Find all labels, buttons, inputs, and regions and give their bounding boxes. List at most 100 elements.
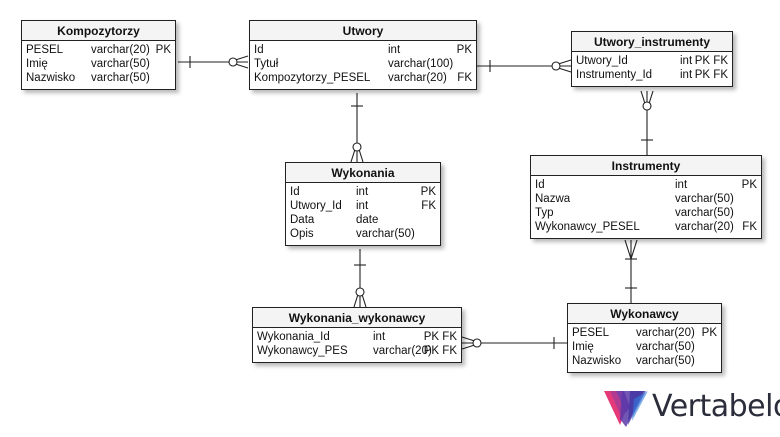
vertabelo-logo: Vertabelo [604, 385, 780, 429]
column-name: Wykonawcy_PESEL [535, 221, 640, 233]
column-key: PK [701, 327, 717, 339]
column-name: Nazwisko [572, 355, 622, 367]
column-key: PK [741, 179, 757, 191]
rel-kompozytorzy-utwory [178, 55, 249, 69]
column-name: Wykonania_Id [257, 331, 330, 343]
column-key: FK [742, 221, 757, 233]
column-type: varchar(20) [91, 44, 150, 56]
column-name: Tytuł [254, 58, 279, 70]
column-name: Wykonawcy_PES [257, 345, 348, 357]
column-type: int [680, 55, 693, 67]
entity-title: Kompozytorzy [22, 21, 175, 41]
column-type: int [356, 186, 369, 198]
entity-title: Wykonawcy [568, 304, 721, 324]
column-type: varchar(20) [388, 72, 447, 84]
column-name: Nazwisko [26, 72, 76, 84]
column-type: int [675, 179, 688, 191]
column-name: PESEL [26, 44, 64, 56]
column-type: int [388, 44, 401, 56]
column-name: Utwory_Id [290, 200, 342, 212]
column-name: Instrumenty_Id [576, 69, 653, 81]
column-name: Imię [26, 58, 48, 70]
column-row[interactable]: Tytuł varchar(100) [254, 57, 472, 71]
entity-title: Wykonania_wykonawcy [253, 308, 461, 328]
column-row[interactable]: Opis varchar(50) [290, 227, 436, 241]
column-name: PESEL [572, 327, 610, 339]
column-key: PK FK [694, 55, 728, 67]
column-key: FK [457, 72, 472, 84]
entity-title: Utwory [250, 21, 476, 41]
column-name: Opis [290, 228, 314, 240]
column-name: Utwory_Id [576, 55, 628, 67]
entity-title: Utwory_instrumenty [572, 32, 732, 52]
entity-title: Wykonania [286, 163, 440, 183]
column-row[interactable]: PESEL varchar(20) PK [26, 43, 171, 57]
entity-columns: Wykonania_Id int PK FK Wykonawcy_PES varchar… [253, 328, 461, 362]
column-type: varchar(50) [91, 58, 150, 70]
column-row[interactable]: Wykonania_Id int PK FK [257, 330, 457, 344]
column-row[interactable]: Utwory_Id int FK [290, 199, 436, 213]
column-type: date [356, 214, 379, 226]
column-type: int [356, 200, 369, 212]
column-row[interactable]: Nazwisko varchar(50) [572, 354, 717, 368]
column-type: varchar(50) [675, 193, 734, 205]
column-key: PK FK [423, 331, 457, 343]
rel-wykonawcy-wykonania-wykonawcy [461, 336, 567, 350]
column-row[interactable]: Imię varchar(50) [26, 57, 171, 71]
column-key: PK FK [423, 345, 457, 357]
column-name: Id [254, 44, 264, 56]
column-type: varchar(100) [388, 58, 454, 70]
column-row[interactable]: Wykonawcy_PESEL varchar(20) FK [535, 220, 757, 234]
rel-wykonawcy-instrumenty [624, 239, 638, 303]
column-type: varchar(50) [636, 355, 695, 367]
column-key: FK [421, 200, 436, 212]
column-type: varchar(20) [373, 345, 432, 357]
column-type: int [680, 69, 693, 81]
column-row[interactable]: Nazwisko varchar(50) [26, 71, 171, 85]
column-type: varchar(50) [636, 341, 695, 353]
column-type: int [373, 331, 386, 343]
column-row[interactable]: Imię varchar(50) [572, 340, 717, 354]
vertabelo-mark-icon [604, 391, 648, 427]
column-row[interactable]: Kompozytorzy_PESEL varchar(20) FK [254, 71, 472, 85]
column-name: Typ [535, 207, 554, 219]
column-row[interactable]: Typ varchar(50) [535, 206, 757, 220]
column-key: PK [155, 44, 171, 56]
column-key: PK FK [694, 69, 728, 81]
column-type: varchar(50) [356, 228, 415, 240]
column-name: Kompozytorzy_PESEL [254, 72, 371, 84]
column-name: Nazwa [535, 193, 571, 205]
column-type: varchar(50) [91, 72, 150, 84]
rel-utwory-wykonania [350, 93, 364, 163]
column-type: varchar(50) [675, 207, 734, 219]
entity-title: Instrumenty [531, 156, 761, 176]
column-name: Id [535, 179, 545, 191]
column-key: PK [420, 186, 436, 198]
column-row[interactable]: Nazwa varchar(50) [535, 192, 757, 206]
rel-wykonania-wykonania-wykonawcy [353, 249, 367, 308]
column-row[interactable]: Wykonawcy_PES varchar(20)PK FK [257, 344, 457, 358]
column-type: varchar(20) [675, 221, 734, 233]
column-row[interactable]: Id int PK [535, 178, 757, 192]
rel-utwory-utwory-instrumenty [477, 59, 572, 73]
column-name: Imię [572, 341, 594, 353]
